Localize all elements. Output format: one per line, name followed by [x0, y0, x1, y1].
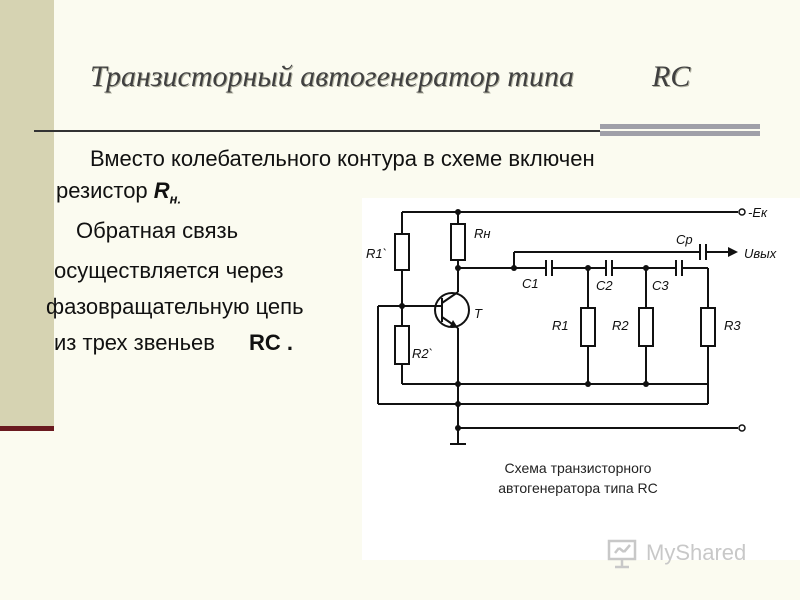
node-dot: [455, 209, 461, 215]
r1prime-resistor: [394, 233, 410, 271]
body-line-6-text: из трех звеньев: [54, 330, 215, 355]
diagram-caption-line-1: Схема транзисторного: [504, 460, 652, 476]
node-dot: [399, 303, 405, 309]
body-line-6: из трех звеньев RC .: [54, 330, 293, 356]
diagram-caption-line-2: автогенератора типа RC: [498, 480, 658, 496]
r2prime-resistor: [394, 325, 410, 365]
slide-title: Транзисторный автогенератор типа RC: [90, 60, 730, 94]
node-dot: [585, 265, 591, 271]
rn-resistor: [450, 223, 466, 261]
body-line-2: резистор Rн.: [56, 178, 181, 206]
label-r1: R1: [552, 318, 569, 333]
r1-resistor: [580, 307, 596, 347]
label-rn: Rн: [474, 226, 491, 241]
label-c3: C3: [652, 278, 669, 293]
rn-letter: R: [153, 178, 170, 203]
body-line-1: Вместо колебательного контура в схеме вк…: [90, 146, 595, 171]
transistor-body: [434, 292, 470, 328]
slide-title-text: Транзисторный автогенератор типа: [90, 60, 574, 93]
presentation-board-icon: [607, 539, 637, 569]
slide-title-rc: RC: [652, 60, 691, 93]
body-line-3: Обратная связь: [76, 218, 239, 243]
node-dot: [643, 381, 649, 387]
body-line-6-rc: RC .: [248, 330, 293, 355]
watermark: MyShared: [606, 536, 776, 572]
body-line-4: осуществляется через: [54, 258, 284, 283]
r2-resistor: [638, 307, 654, 347]
r3-resistor: [700, 307, 716, 347]
supply-terminal: [738, 208, 746, 216]
output-arrow: [728, 247, 738, 257]
circuit-panel: [362, 198, 800, 560]
node-dot: [455, 265, 461, 271]
label-uvyx: Uвых: [744, 246, 777, 261]
label-r1prime: R1`: [366, 246, 387, 261]
node-dot: [455, 401, 461, 407]
label-r2: R2: [612, 318, 629, 333]
watermark-text: MyShared: [646, 540, 747, 565]
rn-symbol: Rн.: [153, 178, 182, 207]
label-c1: C1: [522, 276, 539, 291]
left-accent-bar: [0, 0, 54, 430]
ground-terminal: [738, 424, 746, 432]
node-dot: [511, 265, 517, 271]
label-c2: C2: [596, 278, 613, 293]
label-cp: Cр: [676, 232, 693, 247]
rn-subscript: н.: [169, 191, 182, 207]
emitter-arrow: [450, 320, 458, 328]
node-dot: [643, 265, 649, 271]
title-underline-accent: [600, 124, 760, 136]
label-r3: R3: [724, 318, 741, 333]
label-t: T: [474, 306, 483, 321]
title-underline: [34, 130, 600, 132]
body-line-2-text: резистор: [56, 178, 154, 203]
node-dot: [455, 381, 461, 387]
label-r2prime: R2`: [412, 346, 433, 361]
transistor-collector: [441, 291, 459, 304]
body-line-5: фазовращательную цепь: [46, 294, 304, 319]
node-dot: [455, 425, 461, 431]
node-dot: [585, 381, 591, 387]
label-ek: -Eк: [748, 205, 768, 220]
left-accent-bar-edge: [0, 426, 54, 431]
